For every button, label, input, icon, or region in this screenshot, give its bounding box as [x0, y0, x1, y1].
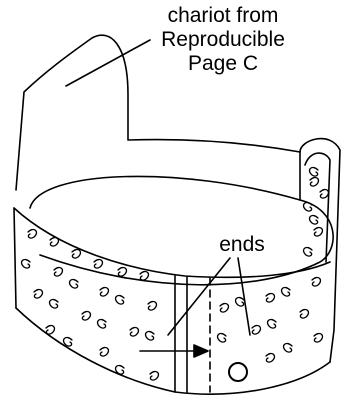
band-swirl-pattern-right — [218, 277, 323, 362]
ends-pointer-left — [168, 258, 230, 335]
chariot-band-left-edge — [14, 208, 16, 308]
chariot-band-top — [14, 208, 330, 277]
chariot-caption: chariot from Reproducible Page C — [148, 4, 298, 76]
caption-line-1: chariot from — [148, 4, 298, 28]
fastener-hole — [229, 363, 247, 381]
caption-line-3: Page C — [148, 52, 298, 76]
overlap-arrow-head — [194, 345, 208, 357]
ends-label: ends — [207, 233, 277, 257]
side-panel-swirl-pattern — [304, 167, 329, 256]
band-swirl-pattern-left — [22, 229, 159, 380]
ends-pointer-right — [238, 258, 250, 335]
chariot-side-panel — [300, 139, 340, 362]
caption-line-2: Reproducible — [148, 28, 298, 52]
chariot-inner-rim — [30, 176, 333, 284]
